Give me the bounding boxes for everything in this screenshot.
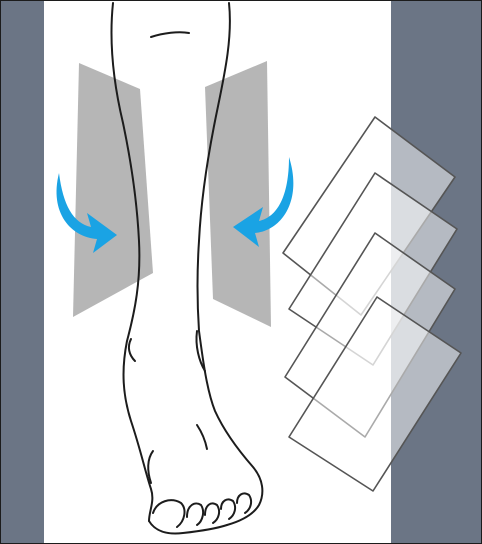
left-side-panel [1, 1, 44, 543]
right-splint-plate [205, 61, 271, 327]
